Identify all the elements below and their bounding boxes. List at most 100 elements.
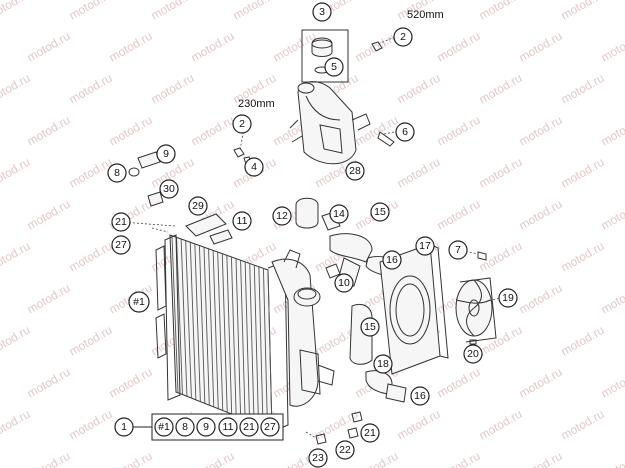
watermark-text: motod.ru <box>149 71 197 107</box>
radiator-fin <box>203 247 210 406</box>
watermark-text: motod.ru <box>517 197 565 233</box>
radiator-fin <box>176 237 183 395</box>
watermark-text: motod.ru <box>517 29 565 65</box>
bolt-6 <box>377 131 395 147</box>
watermark-text: motod.ru <box>67 0 115 23</box>
radiator-fin <box>244 261 251 422</box>
callout-8: 8 <box>107 163 127 183</box>
watermark-text: motod.ru <box>25 197 73 233</box>
watermark-text: motod.ru <box>0 323 33 359</box>
watermark-text: motod.ru <box>25 449 73 468</box>
watermark-text: motod.ru <box>435 113 483 149</box>
legend-item: 8 <box>175 417 195 437</box>
watermark-text: motod.ru <box>67 239 115 275</box>
watermark-text: motod.ru <box>435 449 483 468</box>
watermark-text: motod.ru <box>395 155 443 191</box>
radiator-fin <box>267 269 273 432</box>
watermark-text: motod.ru <box>559 323 607 359</box>
radiator-fin <box>185 240 192 399</box>
callout-27: 27 <box>111 235 131 255</box>
callout-17: 17 <box>415 236 435 256</box>
watermark-text: motod.ru <box>517 113 565 149</box>
watermark-text: motod.ru <box>0 155 33 191</box>
svg-text:18: 18 <box>377 358 389 370</box>
watermark-text: motod.ru <box>107 365 155 401</box>
oring-8 <box>128 167 140 177</box>
legend-item: #1 <box>154 417 174 437</box>
dimension-520mm: 520mm <box>407 9 444 21</box>
dimension-230mm: 230mm <box>238 98 275 110</box>
legend-item: 21 <box>239 417 259 437</box>
watermark-text: motod.ru <box>0 407 33 443</box>
callout-16: 16 <box>382 250 402 270</box>
svg-text:20: 20 <box>467 348 479 360</box>
watermark-text: motod.ru <box>395 71 443 107</box>
callout-30: 30 <box>159 179 179 199</box>
svg-text:27: 27 <box>264 421 276 433</box>
watermark-text: motod.ru <box>435 29 483 65</box>
watermark-text: motod.ru <box>559 0 607 23</box>
svg-text:#1: #1 <box>133 296 145 308</box>
watermark-text: motod.ru <box>559 239 607 275</box>
svg-text:11: 11 <box>223 421 234 433</box>
callout-22: 22 <box>335 440 355 460</box>
watermark-text: motod.ru <box>477 239 525 275</box>
watermark-text: motod.ru <box>517 449 565 468</box>
hose-15 <box>329 233 373 263</box>
watermark-text: motod.ru <box>149 0 197 23</box>
svg-text:2: 2 <box>239 118 245 130</box>
clip-22 <box>347 427 359 439</box>
radiator-fin <box>217 252 224 412</box>
watermark-text: motod.ru <box>0 71 33 107</box>
svg-text:#1: #1 <box>158 421 170 433</box>
watermark-text: motod.ru <box>599 197 625 233</box>
watermark-text: motod.ru <box>477 71 525 107</box>
svg-text:10: 10 <box>338 277 350 289</box>
callout-4: 4 <box>244 157 264 177</box>
svg-text:15: 15 <box>374 206 386 218</box>
watermark-text: motod.ru <box>517 281 565 317</box>
watermark-text: motod.ru <box>435 197 483 233</box>
svg-text:9: 9 <box>203 421 209 433</box>
hose-29 <box>185 213 227 237</box>
watermark-text: motod.ru <box>25 281 73 317</box>
radiator-fin <box>180 239 188 397</box>
callout-5: 5 <box>324 57 344 77</box>
watermark-text: motod.ru <box>395 407 443 443</box>
svg-text:2: 2 <box>400 31 406 43</box>
callout-9: 9 <box>156 144 176 164</box>
svg-text:22: 22 <box>339 444 351 456</box>
radiator-fin <box>240 260 246 421</box>
watermark-text: motod.ru <box>189 29 237 65</box>
watermark-text: motod.ru <box>189 113 237 149</box>
svg-text:21: 21 <box>243 421 255 433</box>
watermark-text: motod.ru <box>271 29 319 65</box>
radiator-fin <box>258 266 264 428</box>
watermark-text: motod.ru <box>599 29 625 65</box>
watermark-text: motod.ru <box>599 281 625 317</box>
expansion-tank <box>289 81 371 165</box>
callout-2: 2 <box>393 27 413 47</box>
svg-text:16: 16 <box>386 254 398 266</box>
screw-7 <box>477 251 487 261</box>
svg-text:1: 1 <box>121 421 127 433</box>
clamp-10 <box>325 263 341 279</box>
svg-text:12: 12 <box>276 210 288 222</box>
watermark-text: motod.ru <box>599 449 625 468</box>
radiator-fin <box>171 235 179 394</box>
clip-21-bottom <box>351 411 363 423</box>
callout-hash1: #1 <box>128 291 150 313</box>
callout-15-lower: 15 <box>360 317 380 337</box>
watermark-text: motod.ru <box>559 407 607 443</box>
legend-item: 9 <box>196 417 216 437</box>
radiator-fin <box>262 268 268 430</box>
hose-16-lower <box>385 383 407 403</box>
callout-21: 21 <box>111 212 131 232</box>
svg-text:4: 4 <box>251 161 257 173</box>
watermark-text: motod.ru <box>189 449 237 468</box>
watermark-text: motod.ru <box>353 449 401 468</box>
legend-item: 11 <box>218 417 238 437</box>
fan-shroud <box>379 243 449 375</box>
